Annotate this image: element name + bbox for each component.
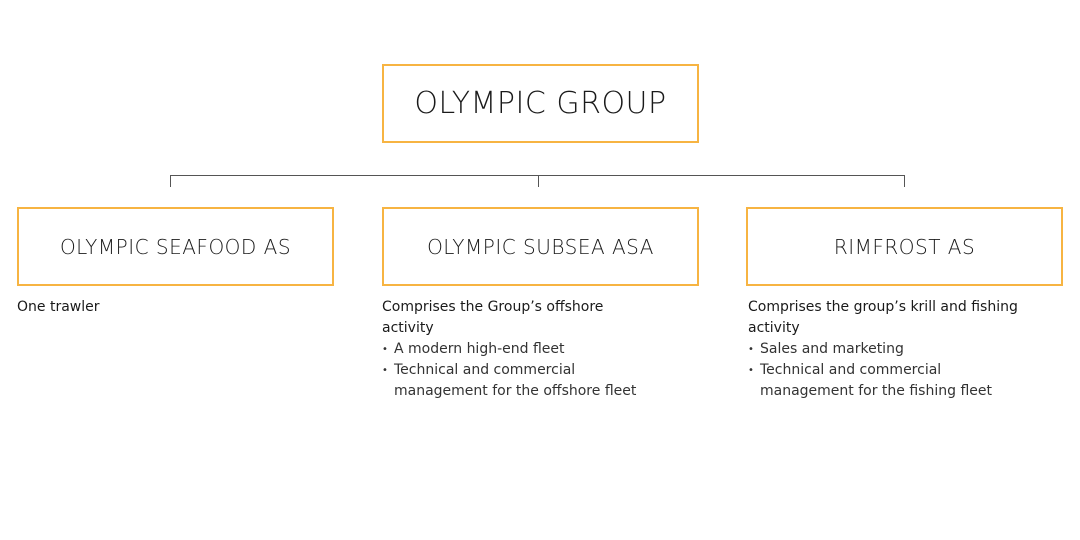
bullet-item: Technical and commercial management for … — [748, 360, 1018, 402]
description-olympic-seafood: One trawler — [17, 297, 337, 318]
bullet-item: A modern high-end fleet — [382, 339, 652, 360]
connector-horizontal — [170, 175, 905, 176]
root-node-olympic-group: OLYMPIC GROUP — [382, 64, 699, 143]
node-title: OLYMPIC SUBSEA ASA — [427, 234, 654, 259]
description-heading: Comprises the group’s krill and fishing … — [748, 299, 1018, 336]
node-rimfrost: RIMFROST AS — [746, 207, 1063, 286]
connector-tick-center — [538, 175, 539, 187]
description-olympic-subsea: Comprises the Group’s offshore activity … — [382, 297, 652, 402]
description-rimfrost: Comprises the group’s krill and fishing … — [748, 297, 1048, 402]
node-olympic-subsea: OLYMPIC SUBSEA ASA — [382, 207, 699, 286]
connector-tick-left — [170, 175, 171, 187]
node-olympic-seafood: OLYMPIC SEAFOOD AS — [17, 207, 334, 286]
node-title: RIMFROST AS — [833, 234, 976, 259]
bullet-item: Technical and commercial management for … — [382, 360, 652, 402]
connector-tick-right — [904, 175, 905, 187]
description-heading: Comprises the Group’s offshore activity — [382, 299, 604, 336]
root-node-title: OLYMPIC GROUP — [414, 86, 667, 121]
description-heading: One trawler — [17, 299, 100, 315]
node-title: OLYMPIC SEAFOOD AS — [59, 234, 292, 259]
bullet-item: Sales and marketing — [748, 339, 1018, 360]
